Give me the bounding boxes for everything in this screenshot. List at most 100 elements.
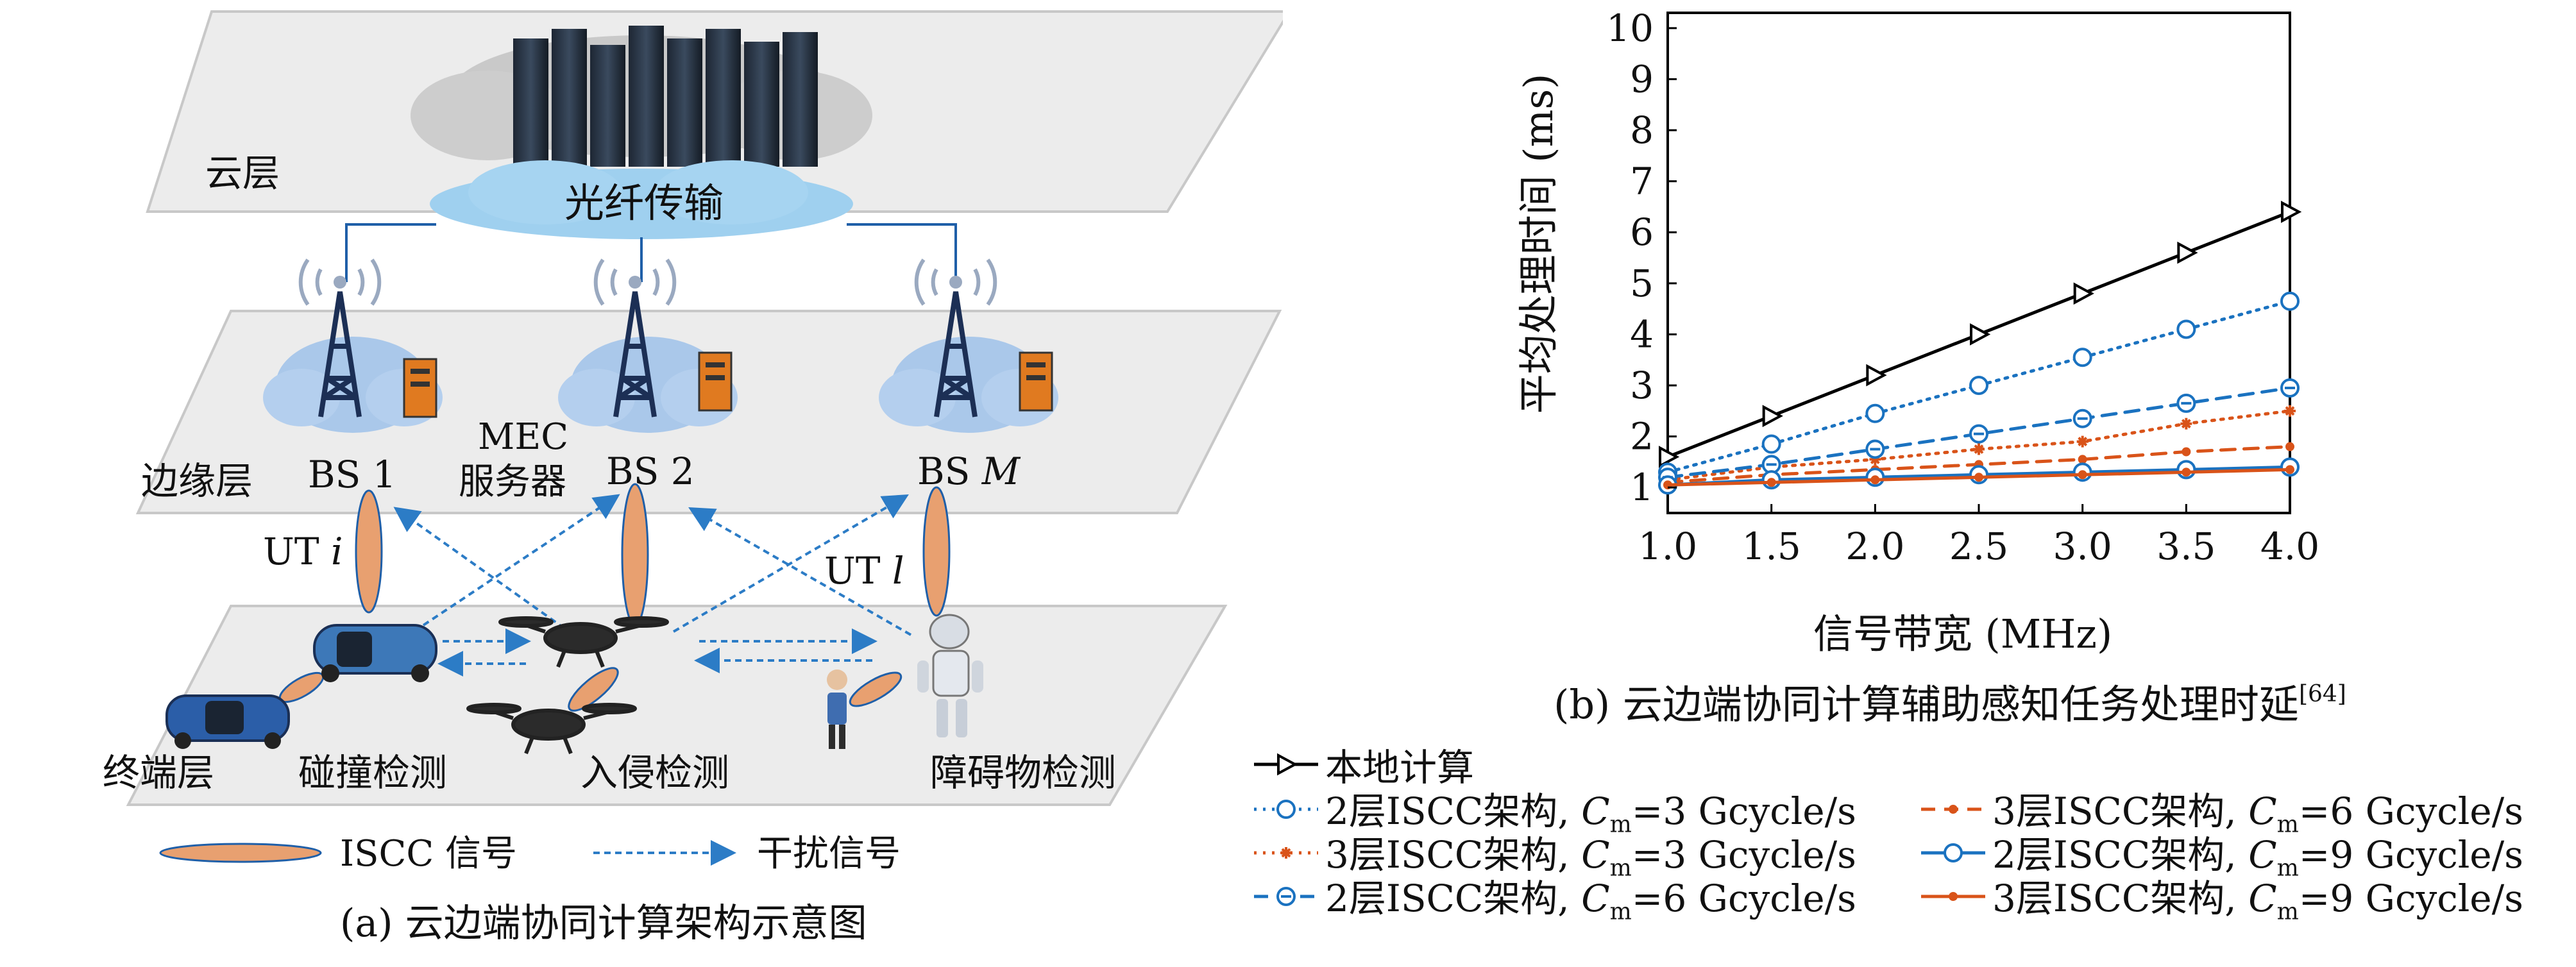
data-point <box>2280 378 2300 398</box>
car-icon <box>313 624 437 682</box>
series-7 <box>1663 465 2294 490</box>
legend-label: 2层ISCC架构, Cm=9 Gcycle/s <box>1992 833 2523 882</box>
y-axis-label: 平均处理时间 (ms) <box>1515 74 1562 414</box>
data-point <box>1969 376 1988 396</box>
legend-item: 3层ISCC架构, Cm=9 Gcycle/s <box>1918 868 2523 925</box>
data-point <box>1973 443 1985 455</box>
data-point <box>2176 319 2196 339</box>
legend-marker <box>1949 805 1958 814</box>
legend-swatch <box>1254 887 1318 907</box>
fiber-links <box>345 223 957 282</box>
data-point <box>1762 405 1783 428</box>
legend-label: 3层ISCC架构, Cm=3 Gcycle/s <box>1325 833 1856 882</box>
caption-b: (b) 云边端协同计算辅助感知任务处理时延[64] <box>1554 681 2346 728</box>
legend-swatch <box>1921 892 1985 902</box>
fiber-label: 光纤传输 <box>564 180 724 226</box>
x-tick-label: 2.0 <box>1845 525 1904 568</box>
cloud-layer-label: 云层 <box>205 151 280 195</box>
fiber-cloud-icon <box>430 160 853 239</box>
robot-icon <box>917 614 983 737</box>
legend-marker <box>1949 892 1958 902</box>
data-point <box>2182 467 2191 477</box>
data-point <box>2281 201 2302 223</box>
data-point <box>1865 403 1885 423</box>
person-icon <box>827 669 847 749</box>
data-point <box>2180 417 2192 430</box>
data-point <box>2285 442 2294 451</box>
data-point <box>2177 241 2198 264</box>
data-point <box>1869 453 1881 466</box>
caption-a: (a) 云边端协同计算架构示意图 <box>340 901 867 946</box>
data-point <box>2076 435 2089 448</box>
legend-item: 本地计算 <box>1251 737 1474 791</box>
data-point <box>1659 446 1680 468</box>
data-point <box>1761 434 1781 454</box>
drone-icon-2 <box>466 703 637 755</box>
y-tick-label: 6 <box>1630 210 1654 254</box>
data-point <box>2280 291 2300 311</box>
legend-item: 2层ISCC架构, Cm=9 Gcycle/s <box>1918 825 2523 882</box>
x-tick-label: 2.5 <box>1949 525 2008 568</box>
legend-item: 2层ISCC架构, Cm=3 Gcycle/s <box>1251 781 1856 838</box>
y-tick-label: 2 <box>1630 415 1654 458</box>
x-tick-label: 3.0 <box>2053 525 2112 568</box>
data-point <box>2285 465 2294 475</box>
legend-item: 3层ISCC架构, Cm=3 Gcycle/s <box>1251 825 1856 882</box>
task-collision: 碰撞检测 <box>298 751 447 795</box>
data-point <box>1974 473 1983 482</box>
x-tick-label: 1.5 <box>1742 525 1801 568</box>
ut-i-label: UT i <box>263 530 343 573</box>
data-point <box>1969 424 1988 444</box>
drone-icon <box>498 616 669 668</box>
legend-swatch <box>1921 843 1985 863</box>
interference-legend-label: 干扰信号 <box>757 833 901 875</box>
legend-label: 3层ISCC架构, Cm=9 Gcycle/s <box>1992 877 2523 925</box>
base-station-1 <box>263 258 443 433</box>
base-station-m <box>879 258 1058 433</box>
x-axis-label: 信号带宽 (MHz) <box>1813 610 2112 657</box>
iscc-signal-beams <box>278 483 951 712</box>
legend-marker <box>1276 800 1296 820</box>
data-point <box>1767 478 1776 487</box>
architecture-diagram: 云层 光纤传输 <box>103 10 1283 946</box>
cloud-datacenter-icon <box>411 26 872 167</box>
legend-marker <box>1276 887 1296 907</box>
bsm-label: BS M <box>917 450 1021 493</box>
task-intrusion: 入侵检测 <box>580 751 729 795</box>
terminal-layer-label: 终端层 <box>103 751 214 795</box>
bs2-label: BS 2 <box>606 450 695 493</box>
edge-layer-label: 边缘层 <box>141 459 253 503</box>
interference-arrows <box>393 494 911 677</box>
y-tick-label: 7 <box>1630 160 1654 203</box>
y-tick-label: 5 <box>1630 262 1654 305</box>
data-point <box>1970 323 1991 346</box>
data-point <box>2073 282 2094 305</box>
task-obstacle: 障碍物检测 <box>930 751 1116 795</box>
legend-label: 2层ISCC架构, Cm=6 Gcycle/s <box>1325 877 1856 925</box>
legend-swatch <box>1254 800 1318 820</box>
legend-swatch <box>1921 805 1985 814</box>
legend-marker <box>1944 843 1963 863</box>
data-point <box>1870 475 1880 485</box>
base-station-2 <box>558 258 738 433</box>
legend-label: 3层ISCC架构, Cm=6 Gcycle/s <box>1992 789 2523 838</box>
y-tick-label: 3 <box>1630 364 1654 407</box>
iscc-legend-label: ISCC 信号 <box>340 833 517 875</box>
series-2 <box>1658 291 2300 482</box>
legend-item: 3层ISCC架构, Cm=6 Gcycle/s <box>1918 781 2523 838</box>
data-point <box>2284 405 2296 417</box>
data-point <box>1865 439 1885 459</box>
ut-l-label: UT l <box>824 549 904 593</box>
series-1 <box>1659 201 2302 468</box>
legend-label: 2层ISCC架构, Cm=3 Gcycle/s <box>1325 789 1856 838</box>
legend-label: 本地计算 <box>1325 746 1475 789</box>
data-point <box>2176 393 2196 413</box>
legend-marker <box>1277 753 1298 776</box>
car-icon-2 <box>165 694 290 749</box>
data-point <box>1866 364 1887 387</box>
legend-swatch <box>1254 753 1318 776</box>
legend-marker <box>1280 847 1292 859</box>
data-point <box>2078 470 2087 480</box>
